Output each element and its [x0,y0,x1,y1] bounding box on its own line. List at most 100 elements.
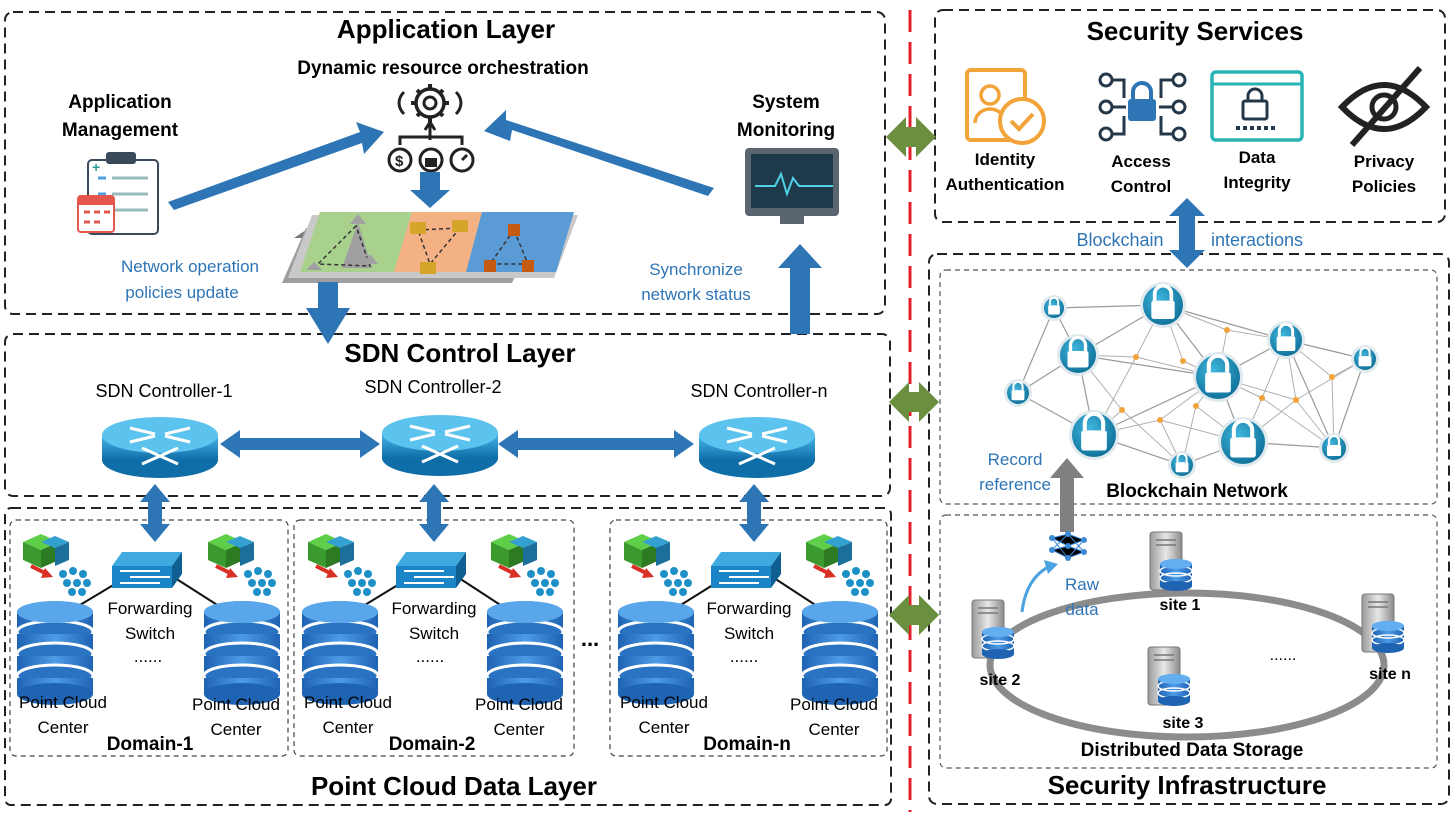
blockchain-edge [1285,339,1335,449]
raw-data-arrowhead [1044,560,1058,574]
domain-gap-ellipsis: ... [581,626,599,651]
point-cloud-center-label-line2: Center [638,718,689,737]
forwarding-switch-label-line1: Forwarding [107,599,192,618]
sync-label-line2: network status [641,285,751,304]
point-cloud-dots-icon [59,567,91,596]
svg-text:+: + [92,159,100,175]
raw-data-arrow [1020,564,1051,613]
red-arrowhead-icon [226,568,238,578]
identity-authentication-icon [965,68,1046,145]
service-label-line1: Privacy [1354,152,1415,171]
blockchain-network-graph [1004,282,1379,479]
blockchain-hub-dot [1259,395,1265,401]
security-services-title: Security Services [1087,16,1304,46]
controller-link-arrows [220,430,694,458]
services-labels: IdentityAuthenticationAccessControlDataI… [946,148,1417,196]
red-arrowhead-icon [326,568,338,578]
point-cloud-center-label-line2: Center [808,720,859,739]
point-cloud-dots-icon [344,567,376,596]
forwarding-switch-icon [111,551,183,589]
blockchain-hub-dot [1224,327,1230,333]
application-layer-frame [4,11,886,315]
service-label-line2: Authentication [946,175,1065,194]
service-label-line2: Policies [1352,177,1416,196]
point-cloud-cube-icon [23,534,69,568]
domain-ellipsis: ...... [730,647,758,666]
domain-ellipsis: ...... [134,647,162,666]
point-cloud-center-label-line1: Point Cloud [304,693,392,712]
app-mgmt-label-line1: Application [68,92,171,113]
blockchain-edge [1017,307,1055,394]
point-cloud-cube-icon [806,534,852,568]
service-label-line2: Integrity [1223,173,1291,192]
forwarding-switch-label-line2: Switch [409,624,459,643]
point-cloud-center-label-line2: Center [493,720,544,739]
record-reference-line1: Record [988,450,1043,469]
cross-divider-arrows [886,117,939,635]
service-label-line1: Data [1239,148,1276,167]
distributed-storage-frame [939,514,1438,769]
blockchain-hub-dot [1157,417,1163,423]
red-arrowhead-icon [41,568,53,578]
record-reference-line2: reference [979,475,1051,494]
domain-label: Domain-1 [107,734,194,755]
point-cloud-dots-icon [244,567,276,596]
domain-n-frame [609,519,888,757]
point-cloud-cube-icon [308,534,354,568]
sys-mon-label-line2: Monitoring [737,120,835,141]
sdn-controller-2-router-icon [380,413,500,478]
point-cloud-center-db-icon [202,599,282,707]
red-arrowhead-icon [642,568,654,578]
site-3-server-icon [1147,646,1191,707]
point-cloud-center-label-line1: Point Cloud [192,695,280,714]
raw-data-line2: data [1065,600,1099,619]
monitor-icon [745,148,839,224]
blockchain-hub-dot [1133,354,1139,360]
distributed-storage-label: Distributed Data Storage [1081,740,1304,761]
raw-data-line1: Raw [1065,575,1100,594]
domain-label: Domain-2 [389,734,476,755]
blockchain-interactions-label-b: interactions [1211,230,1303,250]
point-cloud-data-layer-frame [4,507,892,806]
clipboard-calendar-icon: + [77,152,159,235]
app-arrows [168,110,822,344]
domain-2-frame [293,519,575,757]
blockchain-interactions-label-a: Blockchain [1076,230,1163,250]
point-cloud-center-db-icon [616,599,696,707]
policy-label-line2: policies update [125,283,238,302]
point-cloud-center-label-line1: Point Cloud [620,693,708,712]
blockchain-hub-dot [1293,397,1299,403]
blockchain-edge [1333,358,1366,449]
neural-network-icon [1049,531,1087,561]
point-cloud-center-label-line1: Point Cloud [475,695,563,714]
sdn-controller-1-label: SDN Controller-1 [95,381,232,401]
storage-ring [986,589,1388,741]
sys-mon-label-line1: System [752,92,820,113]
blockchain-hub-dot [1180,358,1186,364]
point-cloud-cube-icon [208,534,254,568]
sdn-control-layer-frame [4,333,891,497]
application-layer-title: Application Layer [337,14,555,44]
forwarding-switch-label-line1: Forwarding [706,599,791,618]
privacy-eye-icon [1337,66,1431,147]
point-cloud-center-label-line1: Point Cloud [19,693,107,712]
service-label-line2: Control [1111,177,1171,196]
data-integrity-icon [1210,70,1304,142]
point-cloud-center-label-line2: Center [37,718,88,737]
point-cloud-center-db-icon [300,599,380,707]
sdn-controller-2-label: SDN Controller-2 [364,377,501,397]
security-infrastructure-frame [928,253,1450,805]
app-mgmt-label-line2: Management [62,120,179,141]
point-cloud-center-db-icon [485,599,565,707]
sync-label-line1: Synchronize [649,260,743,279]
point-cloud-center-label-line2: Center [322,718,373,737]
blockchain-network-frame [939,269,1438,505]
record-reference-arrow [1050,458,1084,532]
controller-switch-arrows [140,484,769,542]
site-3-label: site 3 [1163,715,1204,732]
forwarding-switch-icon [710,551,782,589]
